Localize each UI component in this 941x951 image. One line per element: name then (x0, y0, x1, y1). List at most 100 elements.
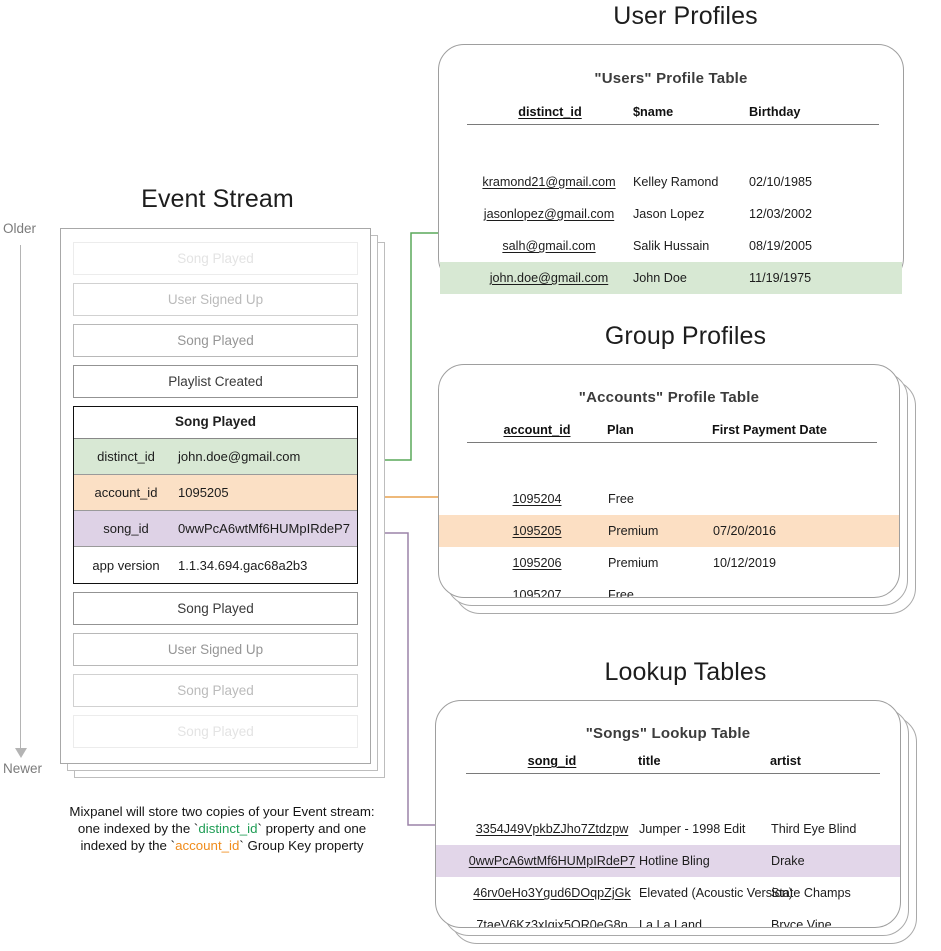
row-tail (880, 813, 900, 845)
group-profiles-heading: Group Profiles (604, 322, 767, 350)
row-pad (436, 909, 466, 927)
table-cell: 12/03/2002 (749, 207, 813, 221)
event-property-account-id[interactable]: account_id 1095205 (74, 475, 357, 511)
table-cell: 0wwPcA6wtMf6HUMpIRdeP7 (466, 845, 638, 877)
users-col-birthday: Birthday (749, 105, 801, 119)
accounts-table-header-row: account_id Plan First Payment Date (467, 423, 877, 442)
table-cell: 1095205 (467, 515, 607, 547)
axis-arrow-icon (15, 748, 27, 758)
row-pad (436, 877, 466, 909)
event-item-after-2[interactable]: Song Played (73, 674, 358, 707)
event-stream-heading: Event Stream (141, 185, 294, 213)
table-cell: 10/12/2019 (713, 556, 777, 570)
users-table-header-row: distinct_id $name Birthday (467, 105, 879, 124)
accounts-col-plan: Plan (607, 423, 634, 437)
row-pad (440, 230, 466, 262)
table-cell: State Champs (771, 886, 851, 900)
table-cell: salh@gmail.com (502, 239, 596, 253)
event-property-key: song_id (103, 521, 149, 536)
table-cell: La La Land (639, 918, 703, 928)
row-tail (880, 845, 900, 877)
songs-col-title: title (638, 754, 661, 768)
row-pad (440, 166, 466, 198)
caption-line-2-suffix: ` property and one (257, 821, 367, 836)
table-row[interactable]: 7taeV6Kz3xIgjx5QR0eG8p La La Land Bryce Vi… (436, 909, 900, 928)
table-row[interactable]: 1095204 Free (439, 483, 899, 515)
caption-line-3-suffix: ` Group Key property (239, 838, 364, 853)
table-cell: Bryce Vine (771, 918, 832, 928)
table-row[interactable]: 1095206 Premium 10/12/2019 (439, 547, 899, 579)
table-cell: 1095206 (512, 556, 562, 570)
table-row[interactable]: jasonlopez@gmail.com Jason Lopez 12/03/200… (440, 198, 902, 230)
event-property-key: account_id (94, 485, 158, 500)
event-item-after-0[interactable]: Song Played (73, 592, 358, 625)
row-pad (436, 813, 466, 845)
songs-table: song_id title artist (466, 754, 880, 773)
songs-panel-body: "Songs" Lookup Table song_id title artis… (435, 700, 901, 928)
row-tail (878, 262, 902, 294)
event-item-before-2[interactable]: Song Played (73, 324, 358, 357)
users-col-name: $name (633, 105, 674, 119)
table-cell: Jumper - 1998 Edit (639, 822, 746, 836)
table-cell: 1095204 (512, 492, 562, 506)
accounts-table-title: "Accounts" Profile Table (578, 389, 760, 406)
table-cell: Drake (770, 845, 880, 877)
event-stream-caption: Mixpanel will store two copies of your E… (42, 803, 402, 854)
row-pad (436, 845, 466, 877)
row-tail (878, 166, 902, 198)
table-cell: Premium (608, 556, 659, 570)
songs-header-rule (466, 773, 880, 775)
table-cell: John Doe (632, 262, 748, 294)
row-pad (439, 547, 467, 579)
table-cell: jasonlopez@gmail.com (483, 207, 615, 221)
event-property-value: 1095205 (178, 485, 229, 500)
songs-col-song-id: song_id (527, 754, 577, 768)
table-cell: kramond21@gmail.com (482, 175, 616, 189)
table-cell: 3354J49VpkbZJho7Ztdzpw (475, 822, 629, 836)
row-tail (877, 547, 899, 579)
songs-lookup-panel: "Songs" Lookup Table song_id title artis… (435, 700, 925, 950)
table-cell: Elevated (Acoustic Version) (639, 886, 793, 900)
table-cell: Jason Lopez (633, 207, 705, 221)
event-item-before-1[interactable]: User Signed Up (73, 283, 358, 316)
caption-token-distinct-id: distinct_id (198, 821, 258, 836)
row-pad (439, 483, 467, 515)
users-table-title: "Users" Profile Table (594, 70, 748, 87)
event-item-after-1[interactable]: User Signed Up (73, 633, 358, 666)
event-item-before-0[interactable]: Song Played (73, 242, 358, 275)
event-property-value: john.doe@gmail.com (178, 449, 301, 464)
table-cell (712, 579, 877, 597)
event-item-before-3[interactable]: Playlist Created (73, 365, 358, 398)
songs-rows: 3354J49VpkbZJho7Ztdzpw Jumper - 1998 Edit… (436, 813, 900, 928)
row-pad (439, 579, 467, 597)
caption-line-2: one indexed by the `distinct_id` propert… (42, 820, 402, 837)
caption-line-2-prefix: one indexed by the ` (77, 821, 199, 836)
row-tail (877, 579, 899, 597)
songs-table-title: "Songs" Lookup Table (585, 725, 751, 742)
row-tail (878, 230, 902, 262)
table-row[interactable]: 3354J49VpkbZJho7Ztdzpw Jumper - 1998 Edit… (436, 813, 900, 845)
users-profile-panel: "Users" Profile Table distinct_id $name … (438, 44, 908, 294)
row-tail (877, 515, 899, 547)
table-cell: Free (608, 492, 634, 506)
table-cell: 7taeV6Kz3xIgjx5QR0eG8p (476, 918, 628, 928)
event-item-after-3[interactable]: Song Played (73, 715, 358, 748)
table-cell: Free (608, 588, 634, 598)
highlighted-event-title: Song Played (74, 407, 357, 439)
accounts-col-account-id: account_id (503, 423, 571, 437)
axis-label-older: Older (3, 221, 37, 236)
